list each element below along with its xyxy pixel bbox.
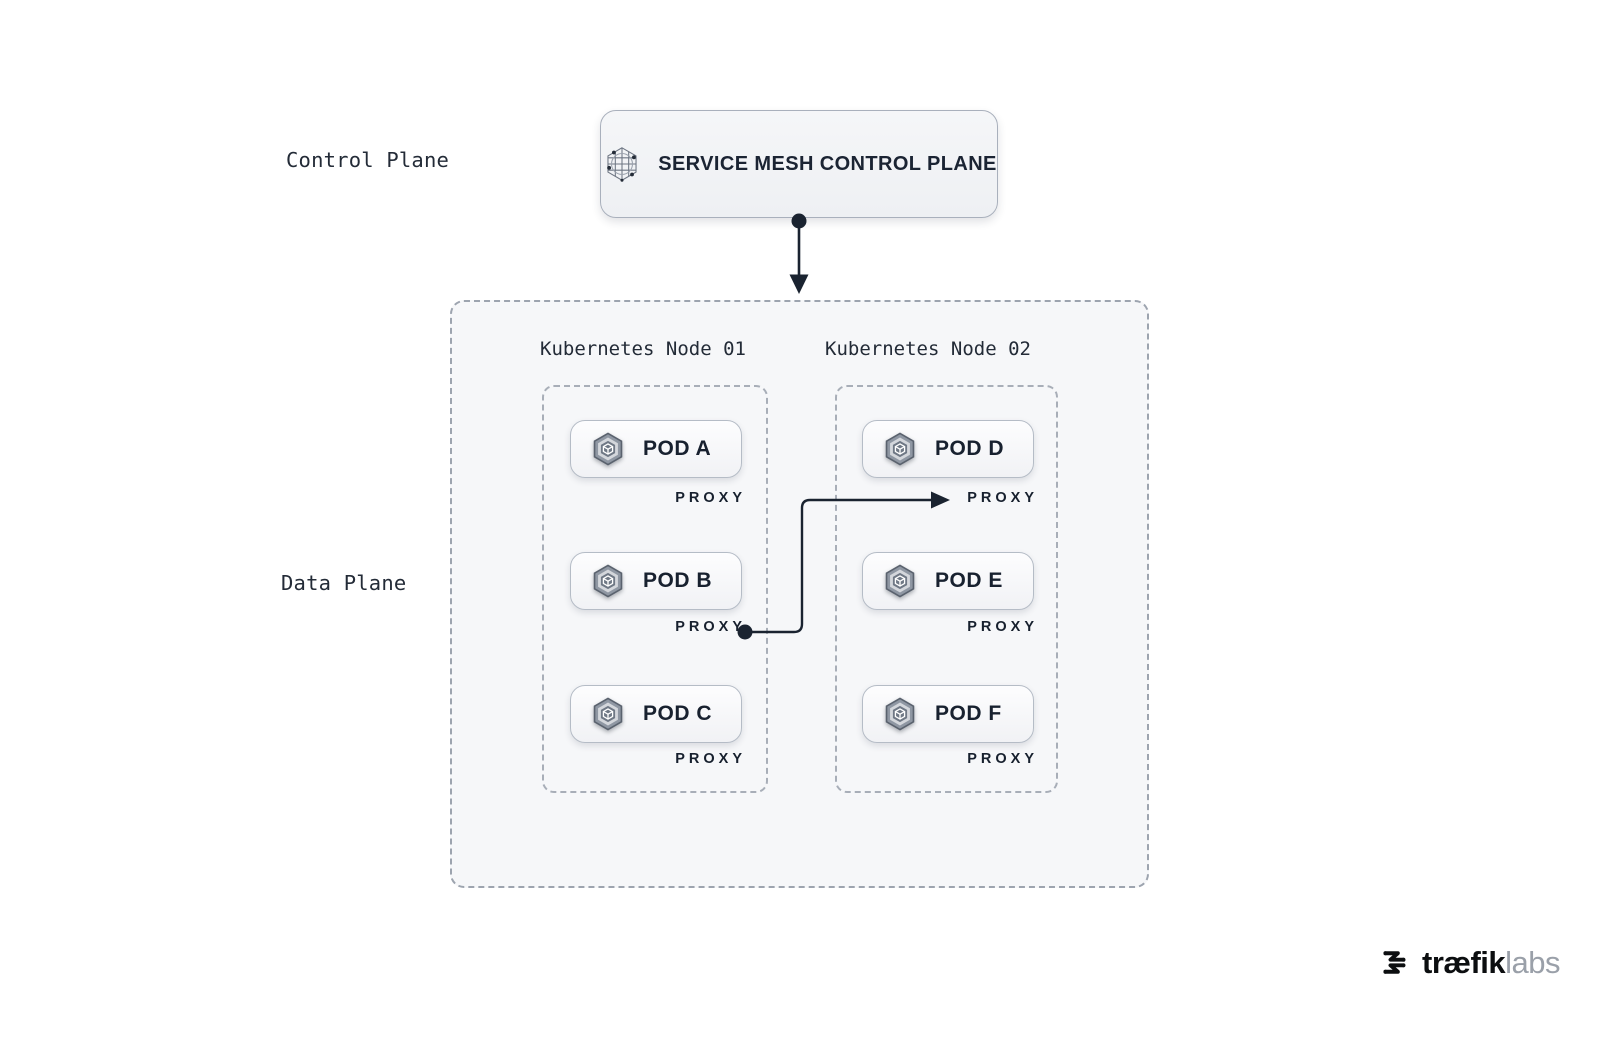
- node-01-header: Kubernetes Node 01: [540, 338, 746, 360]
- proxy-label-pod-a: PROXY: [675, 490, 746, 506]
- traefik-logo-icon: [1383, 951, 1406, 974]
- proxy-label-pod-e: PROXY: [967, 619, 1038, 635]
- brand-name-bold: træfik: [1422, 944, 1506, 980]
- pod-hexagon-icon: [885, 564, 915, 598]
- pod-label: POD D: [935, 437, 1005, 460]
- pod-f-box: POD F: [862, 685, 1034, 743]
- pod-d-box: POD D: [862, 420, 1034, 478]
- proxy-label-pod-c: PROXY: [675, 751, 746, 767]
- proxy-label-pod-b: PROXY: [675, 619, 746, 635]
- pod-label: POD F: [935, 702, 1002, 725]
- control-plane-box: SERVICE MESH CONTROL PLANE: [600, 110, 998, 218]
- proxy-label-pod-f: PROXY: [967, 751, 1038, 767]
- pod-hexagon-icon: [593, 432, 623, 466]
- mesh-globe-icon: [607, 147, 637, 182]
- pod-e-box: POD E: [862, 552, 1034, 610]
- node-02-header: Kubernetes Node 02: [825, 338, 1031, 360]
- pod-hexagon-icon: [593, 697, 623, 731]
- pod-label: POD B: [643, 569, 713, 592]
- control-plane-title: SERVICE MESH CONTROL PLANE: [658, 152, 997, 175]
- brand-name-light: labs: [1505, 944, 1561, 980]
- pod-label: POD A: [643, 437, 712, 460]
- proxy-label-pod-d: PROXY: [967, 490, 1038, 506]
- pod-label: POD E: [935, 569, 1003, 592]
- pod-hexagon-icon: [885, 697, 915, 731]
- pod-hexagon-icon: [885, 432, 915, 466]
- control-to-dataplane-arrow: [789, 213, 809, 294]
- pod-b-box: POD B: [570, 552, 742, 610]
- pod-c-box: POD C: [570, 685, 742, 743]
- pod-a-box: POD A: [570, 420, 742, 478]
- pod-hexagon-icon: [593, 564, 623, 598]
- control-plane-label: Control Plane: [286, 148, 450, 172]
- data-plane-label: Data Plane: [281, 571, 407, 595]
- pod-label: POD C: [643, 702, 713, 725]
